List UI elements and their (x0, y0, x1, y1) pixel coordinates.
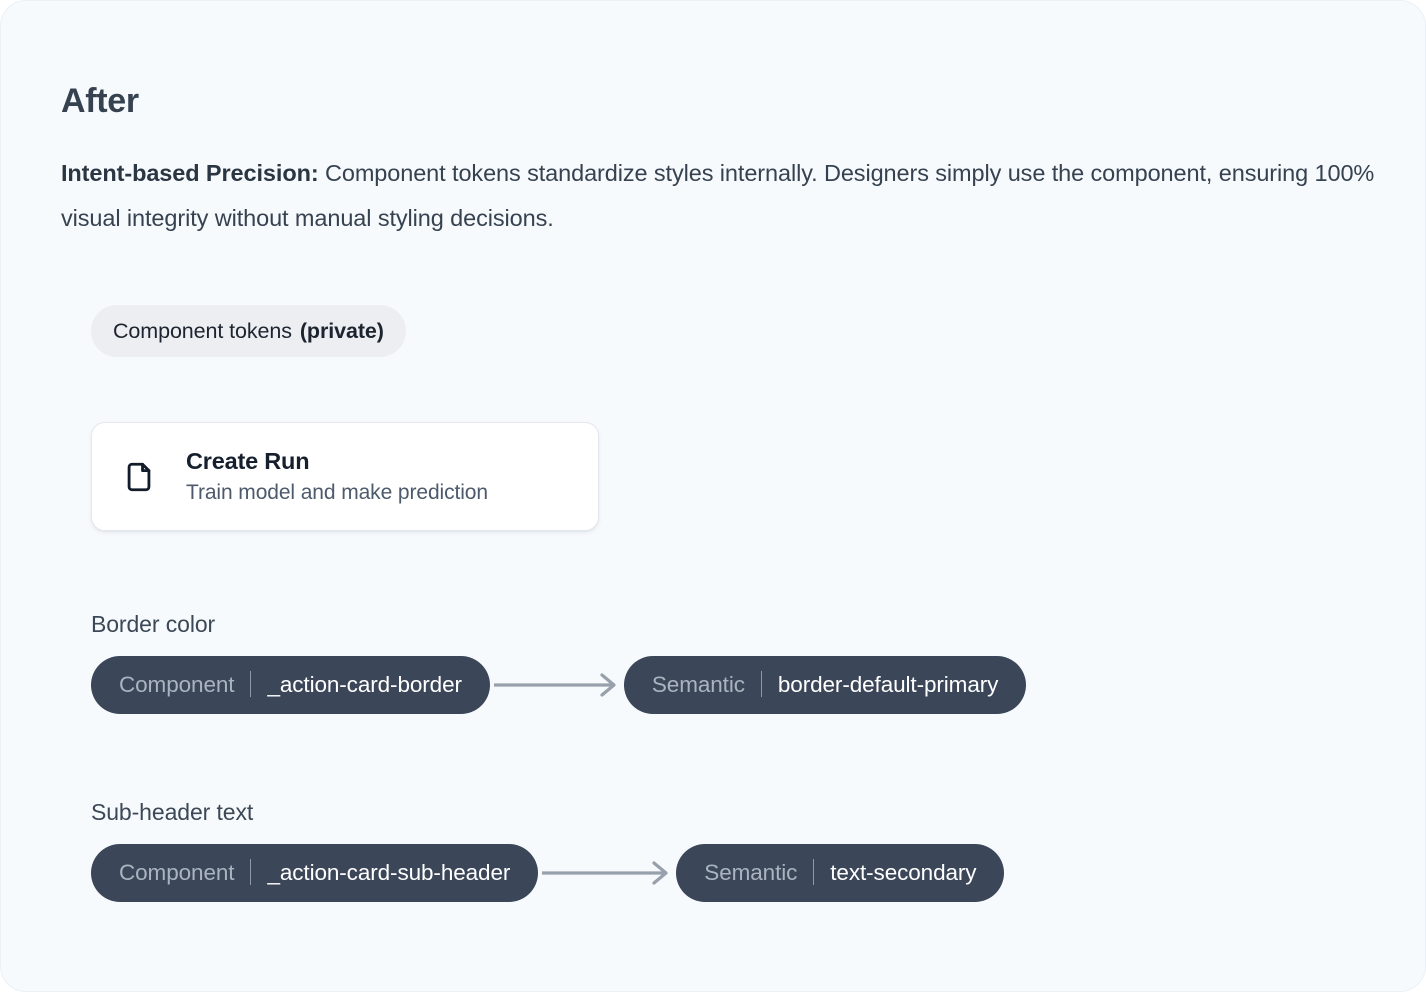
semantic-token-pill[interactable]: Semantic text-secondary (676, 843, 1005, 902)
description-lead: Intent-based Precision: (61, 160, 319, 186)
mapping-flow: Component _action-card-border Semantic b… (91, 655, 1027, 714)
component-token-pill[interactable]: Component _action-card-border (91, 655, 490, 714)
create-run-card-title: Create Run (186, 447, 310, 474)
mapping-label: Border color (91, 611, 216, 637)
mapping-row: Sub-header text Component _action-card-s… (91, 799, 1005, 902)
arrow-right-icon (493, 672, 616, 697)
create-run-card[interactable]: Create Run Train model and make predicti… (91, 422, 599, 531)
token-tier-label: Component (119, 859, 235, 885)
component-token-pill[interactable]: Component _action-card-sub-header (91, 843, 539, 902)
mapping-flow: Component _action-card-sub-header Semant… (91, 843, 1005, 902)
token-tier-label: Semantic (704, 859, 798, 885)
token-name-label: _action-card-border (267, 671, 462, 697)
group-badge-qualifier: (private) (299, 318, 384, 343)
description-body: Component tokens standardize styles inte… (61, 160, 1375, 231)
token-tier-label: Component (119, 671, 235, 697)
group-badge-label: Component tokens (113, 318, 292, 343)
semantic-token-pill[interactable]: Semantic border-default-primary (623, 655, 1027, 714)
create-run-card-text: Create Run Train model and make predicti… (186, 446, 488, 508)
section-description: Intent-based Precision: Component tokens… (61, 151, 1381, 240)
pill-divider (250, 858, 252, 885)
pill-divider (760, 670, 762, 697)
mapping-row: Border color Component _action-card-bord… (91, 611, 1027, 714)
pill-divider (250, 670, 252, 697)
page-title: After (61, 82, 139, 120)
create-run-card-subtitle: Train model and make prediction (186, 481, 488, 505)
token-name-label: border-default-primary (777, 671, 999, 697)
pill-divider (813, 858, 815, 885)
component-tokens-badge: Component tokens (private) (91, 305, 406, 357)
token-name-label: _action-card-sub-header (267, 859, 511, 885)
mapping-label: Sub-header text (91, 799, 254, 825)
token-name-label: text-secondary (830, 859, 977, 885)
arrow-right-icon (542, 860, 668, 885)
file-icon (122, 460, 156, 494)
token-tier-label: Semantic (651, 671, 745, 697)
